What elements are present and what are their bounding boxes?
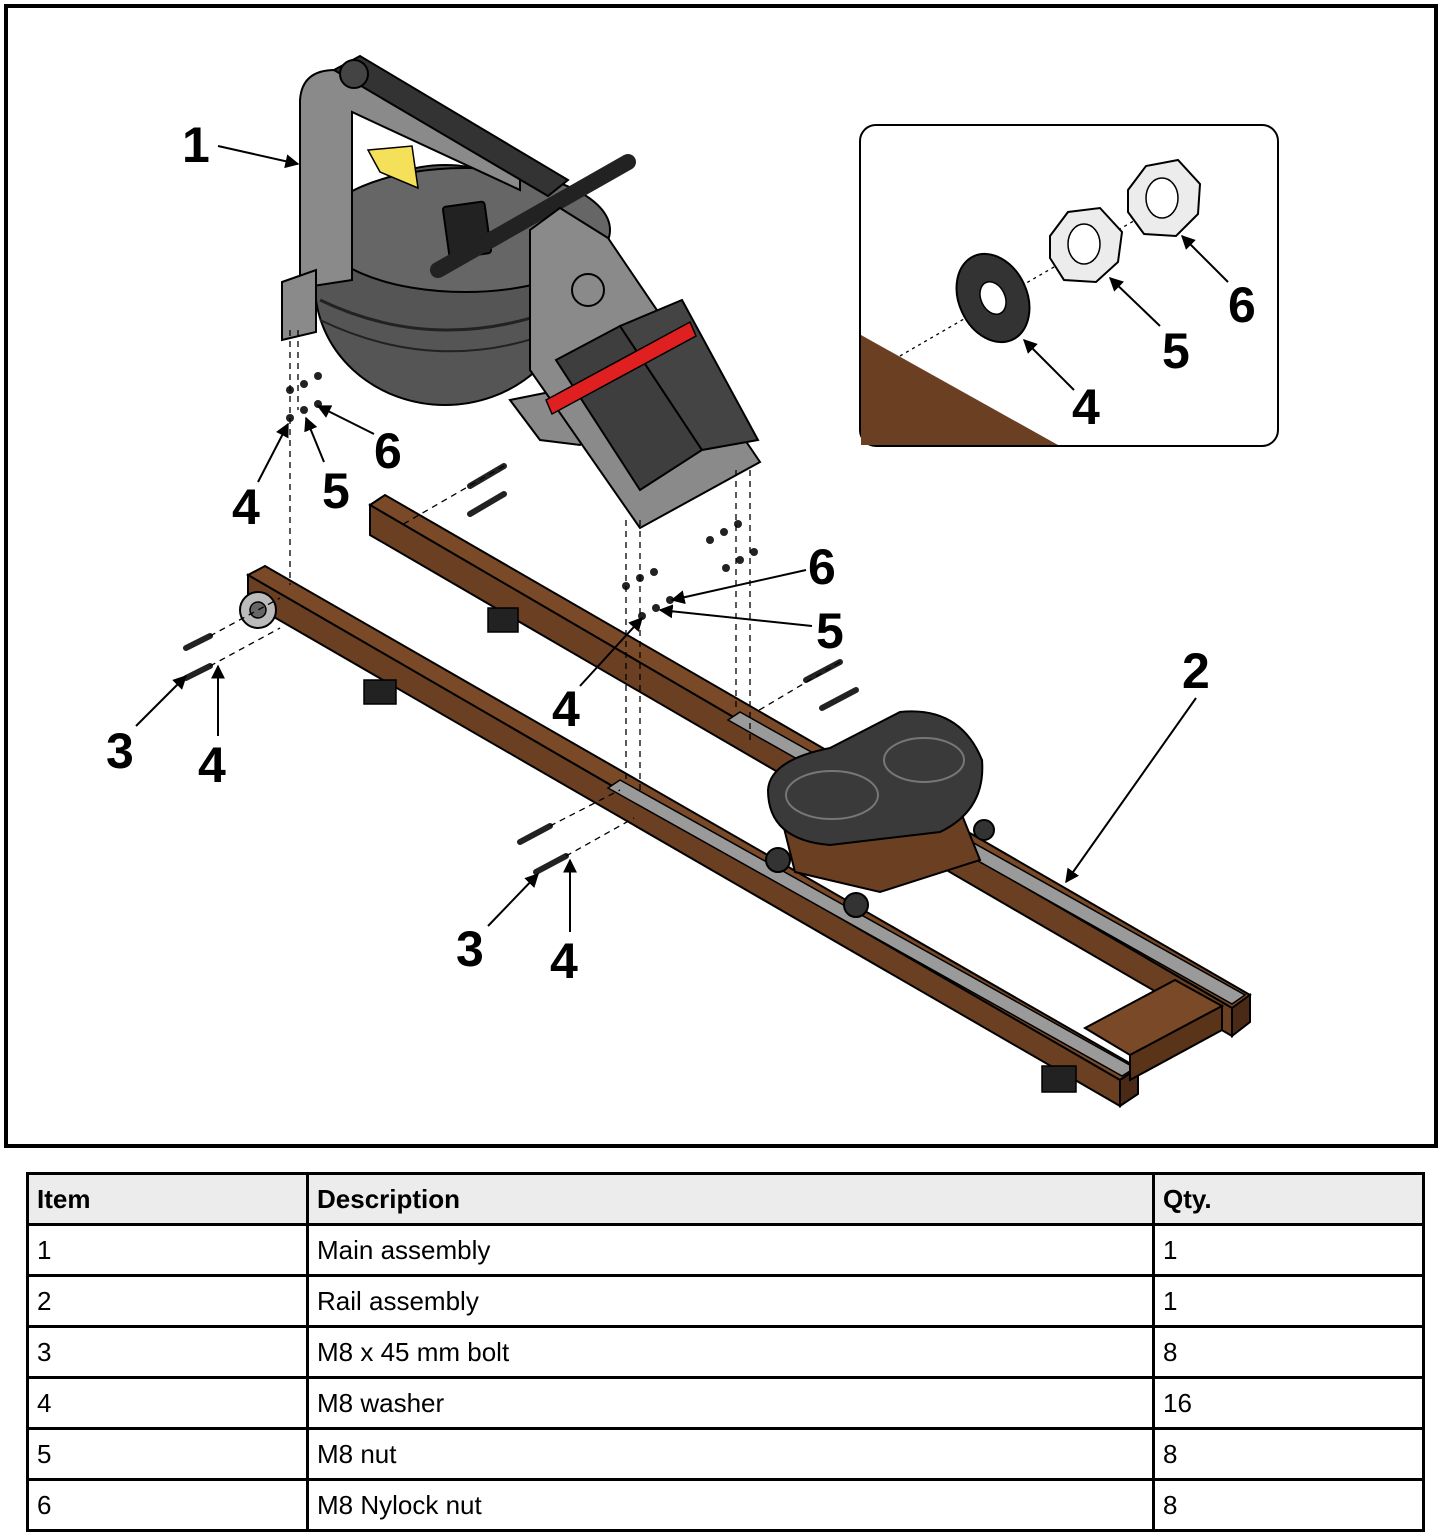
cell-description: Rail assembly (306, 1274, 1155, 1328)
callout-item6-mid: 6 (808, 539, 836, 595)
seat (765, 710, 995, 918)
cell-description: M8 nut (306, 1427, 1155, 1481)
callout-item4-lower: 4 (550, 933, 578, 989)
cell-qty: 8 (1152, 1427, 1425, 1481)
rail-crossbar (1082, 978, 1225, 1082)
callout-item6-upper: 6 (374, 423, 402, 479)
callout-item3-lower: 3 (456, 921, 484, 977)
cell-description: M8 x 45 mm bolt (306, 1325, 1155, 1379)
header-qty: Qty. (1152, 1172, 1425, 1226)
hardware-main-front (286, 372, 322, 422)
table-row: 2 Rail assembly 1 (26, 1274, 1425, 1328)
cell-qty: 8 (1152, 1325, 1425, 1379)
alignment-lines (209, 330, 841, 857)
cell-item: 1 (26, 1223, 309, 1277)
callout-item5-upper: 5 (322, 463, 350, 519)
table-row: 3 M8 x 45 mm bolt 8 (26, 1325, 1425, 1379)
callout-item5-mid: 5 (816, 603, 844, 659)
header-description: Description (306, 1172, 1155, 1226)
callout-item3-left: 3 (106, 723, 134, 779)
cell-item: 2 (26, 1274, 309, 1328)
inset-nylock-nut (1127, 158, 1202, 238)
main-assembly (281, 54, 762, 530)
cell-description: Main assembly (306, 1223, 1155, 1277)
inset-washer (955, 252, 1031, 344)
cell-description: M8 washer (306, 1376, 1155, 1430)
cell-qty: 8 (1152, 1478, 1425, 1532)
cell-qty: 1 (1152, 1223, 1425, 1277)
callout-item4-mid: 4 (552, 681, 580, 737)
callout-item4-left: 4 (198, 737, 226, 793)
cell-qty: 1 (1152, 1274, 1425, 1328)
inset-nut (1049, 206, 1124, 284)
callout-inset-4: 4 (1072, 379, 1100, 435)
hardware-main-rear (622, 520, 758, 620)
cell-item: 4 (26, 1376, 309, 1430)
cell-item: 3 (26, 1325, 309, 1379)
header-item: Item (26, 1172, 309, 1226)
callout-item1: 1 (182, 117, 210, 173)
callout-inset-5: 5 (1162, 323, 1190, 379)
assembly-diagram: 1 2 3 4 4 5 6 6 5 4 3 4 4 5 6 (106, 54, 1279, 1108)
callout-item2: 2 (1182, 643, 1210, 699)
callout-item4-upper: 4 (232, 479, 260, 535)
table-row: 4 M8 washer 16 (26, 1376, 1425, 1430)
rail-front (239, 564, 1140, 1108)
cell-item: 6 (26, 1478, 309, 1532)
cell-description: M8 Nylock nut (306, 1478, 1155, 1532)
callout-inset-6: 6 (1228, 277, 1256, 333)
cell-qty: 16 (1152, 1376, 1425, 1430)
cell-item: 5 (26, 1427, 309, 1481)
callout-arrows (135, 145, 1197, 932)
bolts (183, 463, 859, 875)
detail-inset: 4 5 6 (859, 124, 1279, 447)
parts-table: Item Description Qty. 1 Main assembly 1 … (26, 1172, 1425, 1532)
parts-table-header-row: Item Description Qty. (26, 1172, 1425, 1226)
table-row: 5 M8 nut 8 (26, 1427, 1425, 1481)
table-row: 6 M8 Nylock nut 8 (26, 1478, 1425, 1532)
table-row: 1 Main assembly 1 (26, 1223, 1425, 1277)
